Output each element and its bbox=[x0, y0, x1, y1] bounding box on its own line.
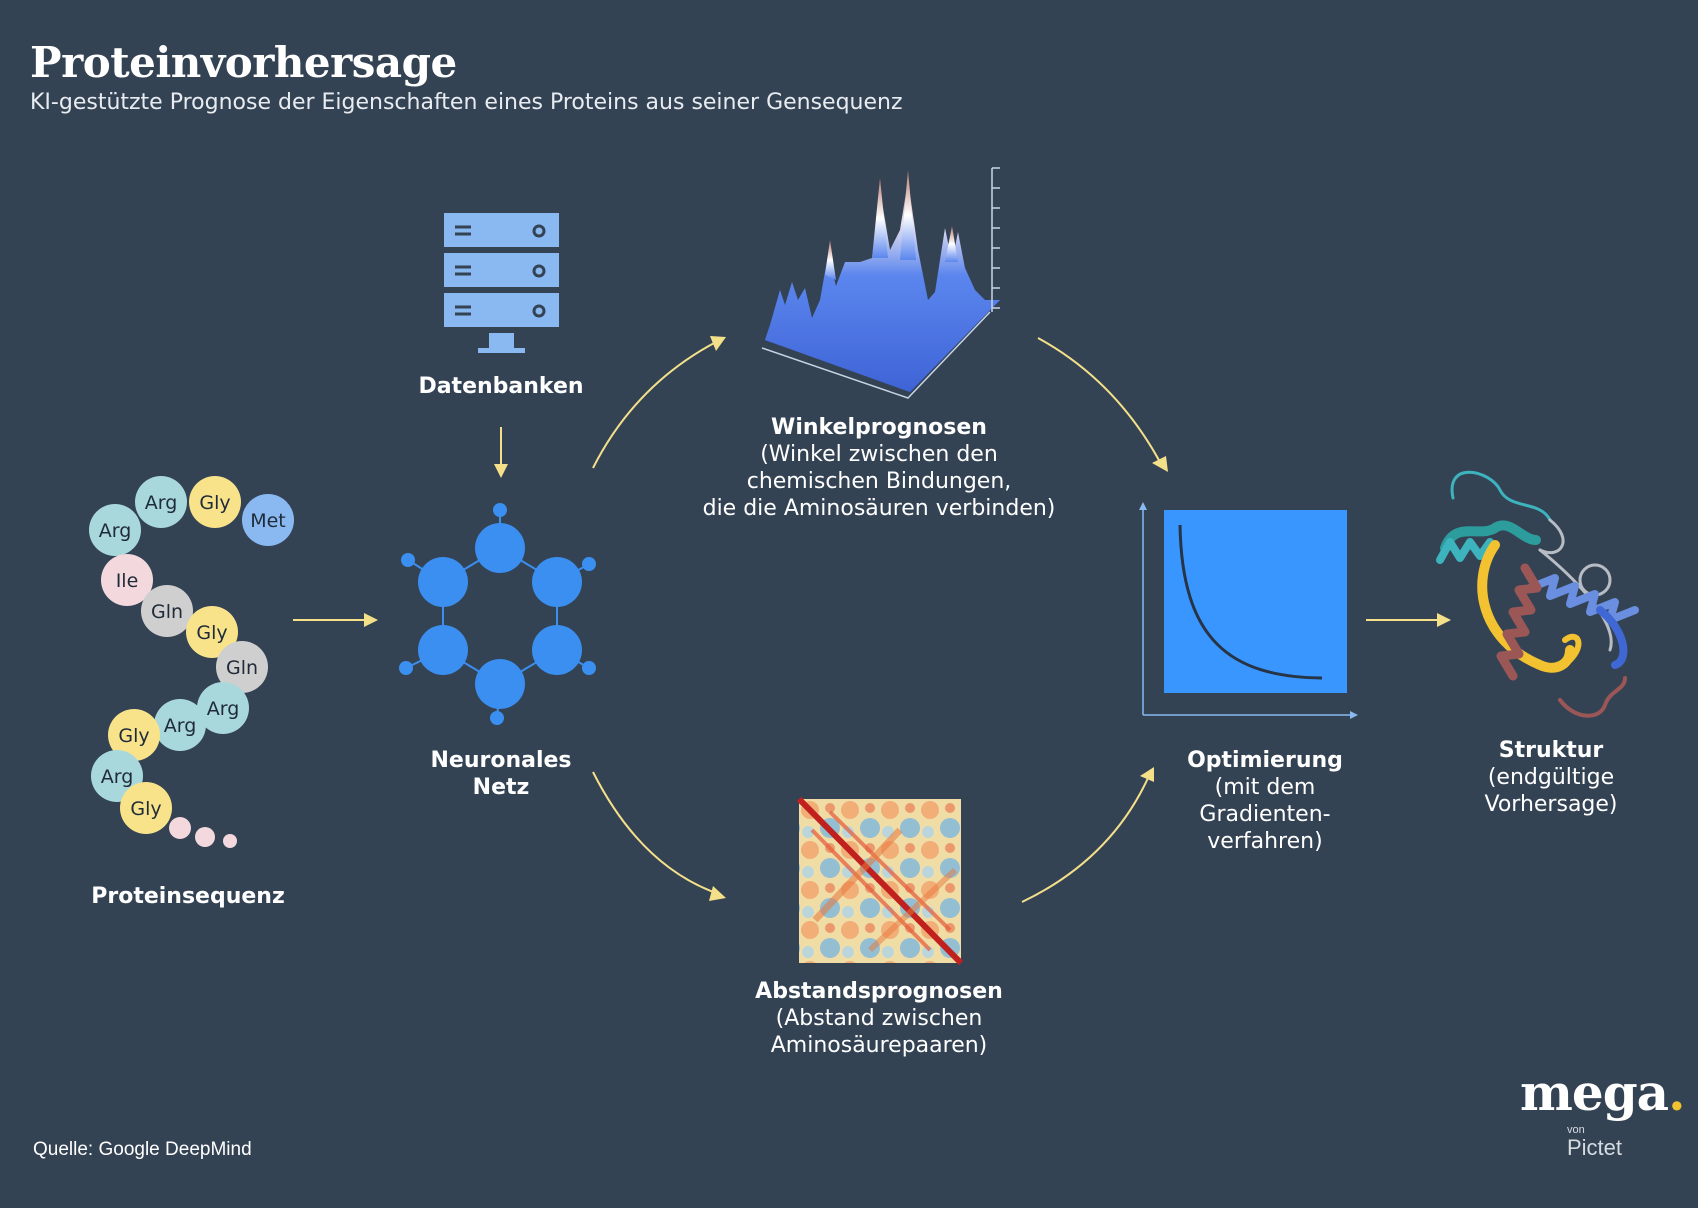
amino-acid-label: Gly bbox=[196, 622, 227, 644]
chain-continuation-dot bbox=[169, 817, 191, 839]
label-abstandsprognosen: Abstandsprognosen (Abstand zwischen Amin… bbox=[755, 978, 1003, 1059]
sequence-title: Proteinsequenz bbox=[91, 884, 285, 909]
optimization-chart-icon bbox=[1139, 502, 1358, 719]
amino-acid-label: Arg bbox=[101, 766, 134, 788]
amino-acid-label: Arg bbox=[99, 520, 132, 542]
structure-line2: Vorhersage) bbox=[1484, 792, 1618, 817]
logo-pictet: Pictet bbox=[1567, 1135, 1623, 1160]
angles-line2: chemischen Bindungen, bbox=[746, 469, 1012, 494]
neural-network-icon bbox=[399, 503, 596, 725]
label-neuronales-netz: Neuronales Netz bbox=[430, 747, 571, 801]
arrowhead-network-to-distances bbox=[709, 886, 726, 901]
label-winkelprognosen: Winkelprognosen (Winkel zwischen den che… bbox=[703, 414, 1056, 522]
amino-acid-label: Ile bbox=[116, 570, 139, 592]
distances-title: Abstandsprognosen bbox=[755, 979, 1003, 1004]
distances-line2: Aminosäurepaaren) bbox=[770, 1033, 988, 1058]
page-title: Proteinvorhersage bbox=[30, 38, 457, 87]
label-proteinsequenz: Proteinsequenz bbox=[91, 883, 285, 910]
label-optimierung: Optimierung (mit dem Gradienten- verfahr… bbox=[1187, 747, 1343, 855]
amino-acid-bead bbox=[135, 476, 187, 528]
label-datenbanken: Datenbanken bbox=[418, 373, 583, 400]
amino-acid-label: Gly bbox=[118, 725, 149, 747]
arrowhead-distances-to-optimization bbox=[1140, 767, 1154, 782]
amino-acid-bead bbox=[108, 709, 160, 761]
arrow-database-to-network bbox=[494, 427, 508, 478]
database-icon bbox=[444, 213, 559, 353]
amino-acid-label: Arg bbox=[207, 698, 240, 720]
network-line1: Neuronales bbox=[430, 748, 572, 773]
amino-acid-bead bbox=[216, 641, 268, 693]
arrow-network-to-angles bbox=[592, 341, 717, 469]
source-note: Quelle: Google DeepMind bbox=[33, 1139, 252, 1160]
amino-acid-bead bbox=[197, 682, 249, 734]
distances-line1: (Abstand zwischen bbox=[775, 1006, 983, 1031]
amino-acid-bead bbox=[242, 494, 294, 546]
amino-acid-label: Arg bbox=[145, 492, 178, 514]
label-struktur: Struktur (endgültige Vorhersage) bbox=[1484, 737, 1617, 818]
amino-acid-bead bbox=[141, 585, 193, 637]
amino-acid-bead bbox=[89, 504, 141, 556]
chain-continuation-dot bbox=[195, 827, 215, 847]
structure-title: Struktur bbox=[1498, 738, 1604, 763]
page-subtitle: KI-gestützte Prognose der Eigenschaften … bbox=[30, 90, 903, 115]
distance-heatmap-icon bbox=[796, 796, 964, 966]
chain-continuation-dot bbox=[223, 834, 237, 848]
arrow-distances-to-optimization bbox=[1021, 777, 1149, 903]
logo-text: mega bbox=[1520, 1063, 1669, 1122]
logo-von: von bbox=[1567, 1124, 1585, 1136]
arrow-sequence-to-network bbox=[293, 613, 378, 627]
optimization-line2: Gradienten- bbox=[1199, 802, 1331, 827]
arrowhead-network-to-angles bbox=[710, 336, 726, 351]
arrow-optimization-to-structure bbox=[1366, 613, 1451, 627]
arrow-network-to-distances bbox=[592, 771, 717, 894]
amino-acid-bead bbox=[186, 606, 238, 658]
network-line2: Netz bbox=[472, 775, 530, 800]
angles-line1: (Winkel zwischen den bbox=[760, 442, 998, 467]
databases-title: Datenbanken bbox=[418, 374, 584, 399]
amino-acid-bead bbox=[101, 554, 153, 606]
amino-acid-label: Gln bbox=[151, 601, 183, 623]
amino-acid-label: Gln bbox=[226, 657, 258, 679]
amino-acid-bead bbox=[120, 782, 172, 834]
arrow-angles-to-optimization bbox=[1037, 337, 1161, 463]
amino-acid-label: Met bbox=[250, 510, 286, 532]
optimization-line1: (mit dem bbox=[1214, 775, 1316, 800]
optimization-line3: verfahren) bbox=[1207, 829, 1323, 854]
amino-acid-bead bbox=[189, 476, 241, 528]
arrowhead-angles-to-optimization bbox=[1152, 456, 1168, 472]
amino-acid-label: Arg bbox=[164, 715, 197, 737]
logo-dot: . bbox=[1668, 1063, 1685, 1122]
amino-acid-bead bbox=[154, 699, 206, 751]
amino-acid-label: Gly bbox=[130, 798, 161, 820]
amino-acid-label: Gly bbox=[199, 492, 230, 514]
brand-logo: mega. bbox=[1520, 1068, 1686, 1118]
angle-surface-plot-icon bbox=[761, 167, 1000, 399]
angles-title: Winkelprognosen bbox=[771, 415, 987, 440]
optimization-title: Optimierung bbox=[1187, 748, 1343, 773]
protein-structure-icon bbox=[1436, 470, 1639, 718]
structure-line1: (endgültige bbox=[1487, 765, 1615, 790]
angles-line3: die die Aminosäuren verbinden) bbox=[702, 496, 1056, 521]
